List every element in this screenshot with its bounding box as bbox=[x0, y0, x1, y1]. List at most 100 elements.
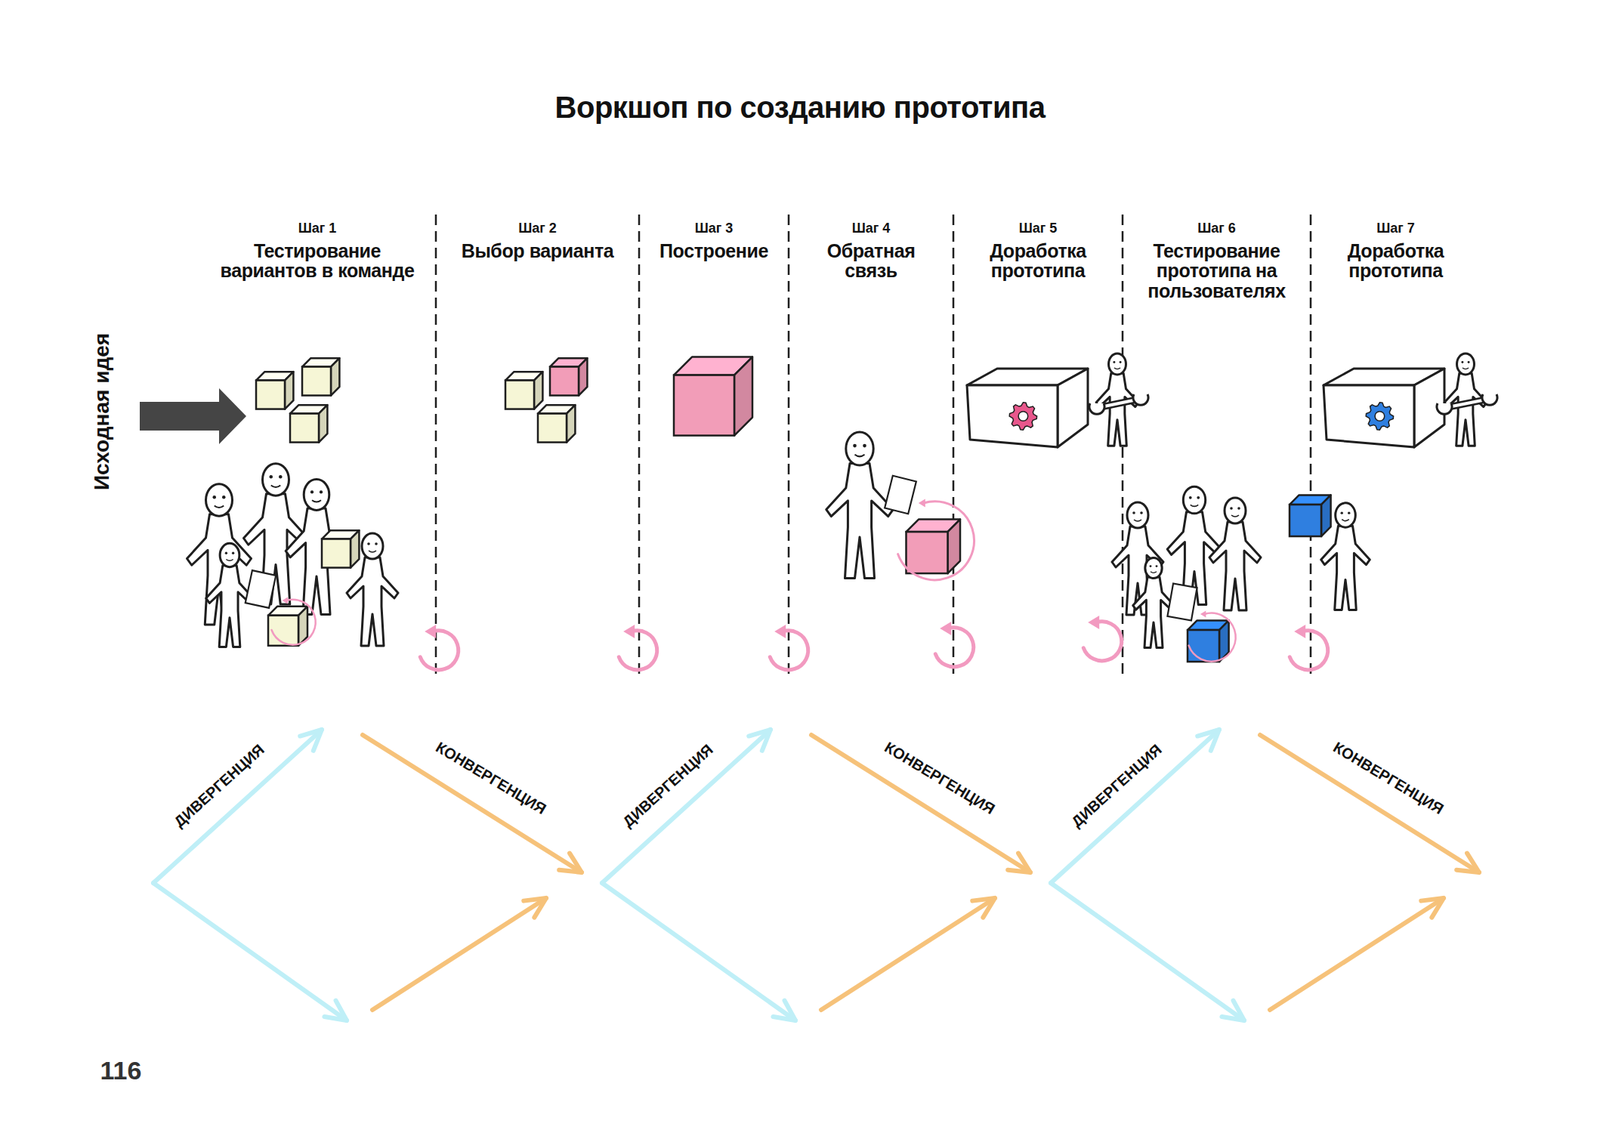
iteration-arrow bbox=[618, 624, 657, 671]
person-eye bbox=[319, 490, 323, 494]
curl-head bbox=[623, 624, 635, 639]
step-column: Шаг 3 Построение bbox=[639, 217, 789, 369]
person-eye bbox=[374, 542, 378, 546]
person-eye bbox=[222, 495, 226, 500]
phase-arrow bbox=[1269, 898, 1444, 1011]
person-smile bbox=[1133, 519, 1142, 522]
phase-arrow-shaft bbox=[1269, 898, 1444, 1011]
cube-front bbox=[673, 375, 735, 436]
curl-head bbox=[918, 499, 926, 508]
person-figure bbox=[187, 484, 252, 625]
person-eye bbox=[1347, 511, 1350, 514]
phase-arrow bbox=[821, 898, 995, 1011]
person-eye bbox=[278, 475, 283, 479]
step-number: Шаг 5 bbox=[957, 220, 1119, 237]
person-eye bbox=[1149, 565, 1153, 568]
curl-head bbox=[1294, 624, 1306, 639]
person-smile bbox=[1231, 515, 1239, 517]
person-body bbox=[346, 557, 399, 646]
person-smile bbox=[311, 500, 322, 502]
iteration-arrow bbox=[1289, 624, 1328, 671]
phase-arrow bbox=[362, 735, 582, 873]
phase-arrow-shaft bbox=[1260, 735, 1480, 873]
wrench-jaw bbox=[1133, 394, 1149, 405]
phase-arrow bbox=[372, 898, 547, 1011]
phase-arrow-head bbox=[559, 853, 582, 873]
step-column: Шаг 5Доработка прототипа bbox=[953, 217, 1123, 369]
phase-arrow bbox=[153, 729, 322, 884]
cube bbox=[906, 519, 961, 575]
page-number: 116 bbox=[97, 1056, 146, 1086]
gear-hole bbox=[1018, 411, 1029, 422]
cube bbox=[321, 530, 359, 568]
person-smile bbox=[214, 506, 225, 509]
phase-arrow-head bbox=[748, 729, 771, 751]
phase-arrow-head bbox=[772, 1000, 796, 1021]
person-head bbox=[1108, 353, 1127, 375]
gear-icon bbox=[1365, 402, 1394, 430]
paper-sheet bbox=[884, 475, 917, 514]
person-smile bbox=[1190, 504, 1199, 507]
cube bbox=[1187, 620, 1230, 662]
person-head bbox=[262, 463, 290, 497]
wrench bbox=[1089, 394, 1149, 414]
phase-label: КОНВЕРГЕНЦИЯ bbox=[429, 736, 552, 820]
phase-arrow-head bbox=[324, 1000, 347, 1021]
person-smile bbox=[1114, 367, 1121, 370]
person-smile bbox=[855, 454, 865, 458]
person-eye bbox=[367, 542, 371, 546]
step-heading: Построение bbox=[643, 240, 785, 261]
curl-arc bbox=[1189, 613, 1236, 662]
step-heading: Тестирование вариантов в команде bbox=[203, 240, 432, 282]
diagram-title: Воркшоп по созданию прототипа bbox=[0, 90, 1600, 125]
box-side bbox=[1057, 368, 1088, 448]
person-head bbox=[1127, 502, 1149, 529]
person-body bbox=[187, 514, 252, 625]
curl-head bbox=[424, 624, 436, 639]
phase-arrow bbox=[1260, 735, 1480, 873]
curl-head bbox=[1200, 611, 1207, 618]
step-number: Шаг 3 bbox=[643, 220, 785, 237]
phase-arrow-head bbox=[1456, 853, 1480, 873]
cube-front bbox=[321, 539, 351, 569]
cube-front bbox=[302, 367, 331, 396]
person-eye bbox=[1340, 511, 1344, 514]
step-heading: Тестирование прототипа на пользователях bbox=[1127, 240, 1307, 301]
phase-arrow bbox=[153, 883, 347, 1021]
gear-icon bbox=[1009, 402, 1037, 430]
person-eye bbox=[225, 552, 228, 555]
phase-arrow bbox=[602, 729, 771, 884]
cube bbox=[537, 404, 575, 442]
phase-arrow bbox=[811, 735, 1031, 873]
phase-arrow-shaft bbox=[153, 729, 322, 884]
step-column: Шаг 7Доработка прототипа bbox=[1310, 217, 1481, 369]
step-heading: Выбор варианта bbox=[440, 240, 635, 261]
person-head bbox=[206, 484, 233, 517]
person-head bbox=[1224, 497, 1246, 524]
column-dividers bbox=[435, 214, 1311, 680]
person-figure bbox=[1209, 497, 1261, 611]
cube-side bbox=[734, 357, 753, 436]
cube-side bbox=[350, 530, 359, 568]
iteration-arrow bbox=[271, 597, 316, 646]
dashed-divider bbox=[638, 214, 641, 680]
phase-arrow bbox=[602, 883, 796, 1021]
phase-label: ДИВЕРГЕНЦИЯ bbox=[1065, 738, 1168, 833]
curl-head bbox=[1087, 615, 1100, 630]
phase-arrow-shaft bbox=[602, 729, 771, 884]
person-figure bbox=[826, 432, 893, 579]
curl-arc bbox=[420, 630, 458, 671]
person-smile bbox=[368, 550, 377, 553]
cube-side bbox=[284, 371, 294, 409]
paper-sheet bbox=[245, 570, 276, 609]
person-eye bbox=[1196, 496, 1200, 500]
cube bbox=[290, 404, 328, 442]
wrench-jaw bbox=[1089, 403, 1105, 414]
iteration-arrow bbox=[898, 499, 975, 581]
prototype-box bbox=[1323, 368, 1445, 448]
curl-arc bbox=[898, 501, 975, 581]
cube bbox=[1289, 494, 1332, 537]
person-smile bbox=[225, 559, 233, 562]
